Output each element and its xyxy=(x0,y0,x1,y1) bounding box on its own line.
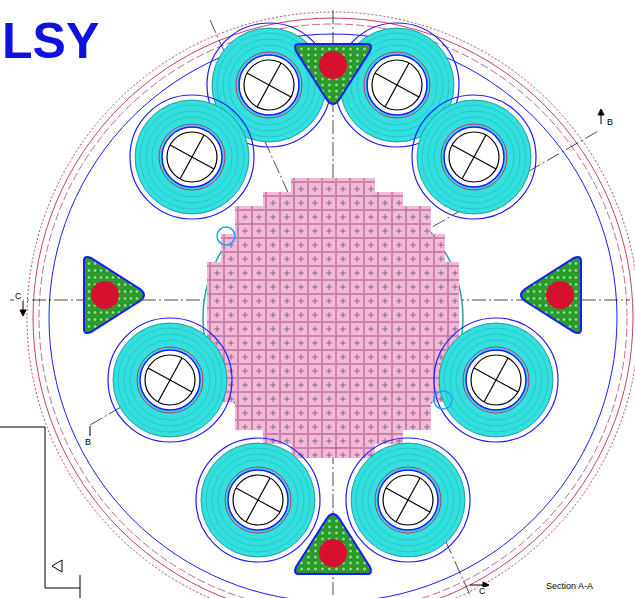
title-text: LSY xyxy=(2,16,99,66)
section-label: C xyxy=(478,587,487,596)
section-label: Section A-A xyxy=(545,582,594,591)
section-label: B xyxy=(84,438,92,447)
section-label: C xyxy=(14,292,23,301)
section-label: B xyxy=(606,118,614,127)
